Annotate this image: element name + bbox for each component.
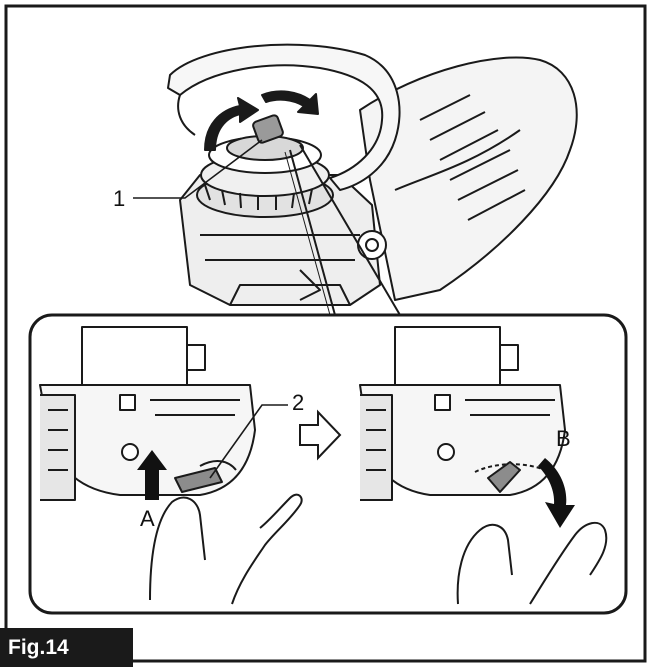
rotate-arrow-left [204, 97, 259, 151]
wheel-guard [167, 43, 401, 191]
zoom-line-right [299, 144, 401, 316]
bolt-left [121, 443, 139, 461]
gear-block-right [394, 326, 501, 386]
zoom-line-left [289, 149, 336, 316]
arrow-a-up [137, 450, 167, 500]
gear-block-left [81, 326, 188, 386]
hand-right [456, 521, 608, 605]
transition-arrow [299, 409, 342, 461]
outer-frame [4, 4, 647, 663]
housing-vents [419, 94, 526, 221]
callout-2-label: 2 [292, 390, 305, 415]
side-handle-socket [357, 230, 387, 260]
rotate-arrow-right [261, 90, 319, 115]
shaft-lock-lever [252, 114, 284, 144]
figure-tag: Fig.14 [0, 628, 133, 667]
inset-left [39, 326, 303, 605]
callout-1-leader [133, 139, 263, 199]
housing-seam [394, 129, 521, 191]
lock-lever-right [487, 461, 521, 493]
grinder-overview [167, 43, 578, 316]
callout-a-label: A [140, 506, 155, 531]
gear-head-detail [200, 234, 360, 306]
hand-left [149, 493, 303, 605]
callout-1-label: 1 [113, 186, 126, 211]
motor-housing [359, 56, 578, 301]
bolt-right [437, 443, 455, 461]
callout-2-leader [209, 404, 288, 479]
zoom-line-left-2 [284, 151, 331, 316]
arrow-b-down [538, 458, 575, 528]
inset-right [359, 326, 608, 605]
lock-lever-left [174, 467, 223, 493]
callout-b-label: B [556, 426, 571, 451]
